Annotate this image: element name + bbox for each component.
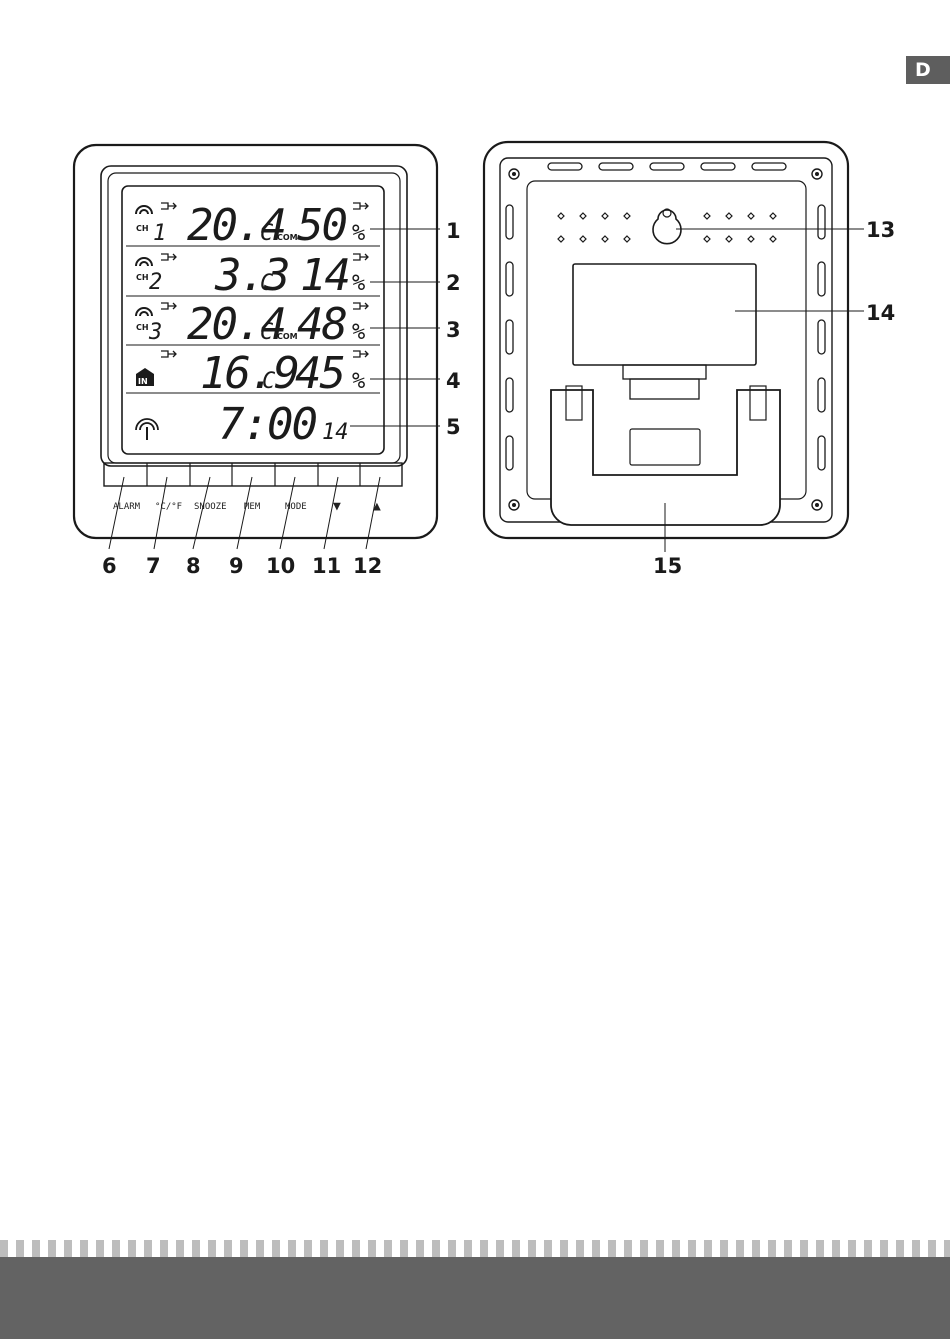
trend-arrow-icon (353, 254, 368, 260)
down-button-label: ▼ (333, 499, 341, 514)
lcd-row-channel-2: CH 2 3.3 C 14 % (136, 250, 368, 301)
battery-latch (623, 365, 706, 379)
channel-label: CH (136, 224, 149, 233)
vent-slot (599, 163, 633, 170)
callout-number: 11 (312, 554, 341, 578)
signal-icon (140, 210, 148, 214)
channel-number: 3 (148, 320, 162, 345)
vent-slot (752, 163, 786, 170)
vent-slot (818, 436, 825, 470)
front-button-bar: ALARM °C/°F SNOOZE MEM MODE ▼ ▲ (104, 463, 402, 514)
trend-arrow-icon (161, 351, 176, 357)
trend-arrow-icon (353, 351, 368, 357)
humidity-value: 45 (295, 348, 344, 399)
trend-arrow-icon (161, 303, 176, 309)
callout-number: 13 (866, 218, 895, 242)
humidity-unit: % (352, 369, 365, 394)
humidity-unit: % (352, 320, 365, 345)
trend-arrow-icon (161, 203, 176, 209)
screw-icon (509, 500, 519, 510)
callout-number: 7 (146, 554, 161, 578)
callout-number: 12 (353, 554, 382, 578)
screw-icon (812, 169, 822, 179)
callout-number: 6 (102, 554, 117, 578)
back-frame-outer (500, 158, 832, 522)
channel-number: 1 (153, 221, 166, 246)
callout-number: 5 (446, 415, 461, 439)
channel-number: 2 (149, 270, 162, 295)
humidity-value: 14 (300, 250, 349, 301)
humidity-unit: % (352, 221, 365, 246)
channel-label: CH (136, 273, 149, 282)
trend-arrow-icon (353, 303, 368, 309)
callout-number: 10 (266, 554, 295, 578)
vent-slot (818, 320, 825, 354)
temperature-value: 16.9 (200, 348, 298, 399)
callout-number: 14 (866, 301, 895, 325)
lcd-row-channel-1: CH 1 20.4 C COM 50 % (136, 200, 368, 251)
front-view: CH 1 20.4 C COM 50 % CH 2 3.3 C 14 % (74, 145, 440, 549)
vent-slot (701, 163, 735, 170)
vent-slot (548, 163, 582, 170)
callout-number: 2 (446, 271, 461, 295)
vent-slot (506, 378, 513, 412)
unit-toggle-button-label: °C/°F (155, 502, 182, 512)
temperature-unit: C (260, 320, 274, 345)
humidity-value: 48 (297, 299, 346, 350)
temperature-unit: C (262, 369, 276, 394)
temperature-unit: C (260, 221, 274, 246)
time-display: 7:00 (218, 399, 316, 450)
vent-slot (506, 205, 513, 239)
humidity-unit: % (352, 271, 365, 296)
channel-label: CH (136, 323, 149, 332)
date-display: 14 (322, 420, 349, 445)
callout-number: 8 (186, 554, 201, 578)
screw-icon (509, 169, 519, 179)
signal-icon (140, 312, 148, 316)
battery-compartment (573, 264, 756, 365)
vent-slot (506, 320, 513, 354)
lcd-row-time: 7:00 14 (136, 399, 349, 450)
indoor-label: IN (138, 377, 148, 386)
temperature-unit: C (260, 271, 274, 296)
keyhole-hanger-icon (653, 210, 681, 244)
comfort-indicator: COM (277, 233, 298, 242)
callout-number: 15 (653, 554, 682, 578)
lcd-row-channel-3: CH 3 20.4 C COM 48 % (136, 299, 368, 350)
vent-slot (818, 205, 825, 239)
vent-slot (650, 163, 684, 170)
trend-arrow-icon (353, 203, 368, 209)
screw-icon (812, 500, 822, 510)
snooze-button-label: SNOOZE (194, 502, 227, 512)
comfort-indicator: COM (277, 332, 298, 341)
footer-bar (0, 1257, 950, 1339)
vent-slot (818, 262, 825, 296)
trend-arrow-icon (161, 254, 176, 260)
vent-slot (506, 436, 513, 470)
back-view (484, 142, 864, 552)
lcd-row-indoor: IN 16.9 C 45 % (136, 348, 368, 399)
vent-slot (818, 378, 825, 412)
vent-slot (506, 262, 513, 296)
callout-number: 4 (446, 369, 461, 393)
battery-latch (630, 379, 699, 399)
callout-number: 3 (446, 318, 461, 342)
humidity-value: 50 (297, 200, 346, 251)
temperature-value: 3.3 (214, 250, 288, 301)
signal-icon (140, 262, 148, 266)
stand-recess (630, 429, 700, 465)
callout-number: 9 (229, 554, 244, 578)
callout-number: 1 (446, 219, 461, 243)
footer-pattern-strip (0, 1240, 950, 1257)
